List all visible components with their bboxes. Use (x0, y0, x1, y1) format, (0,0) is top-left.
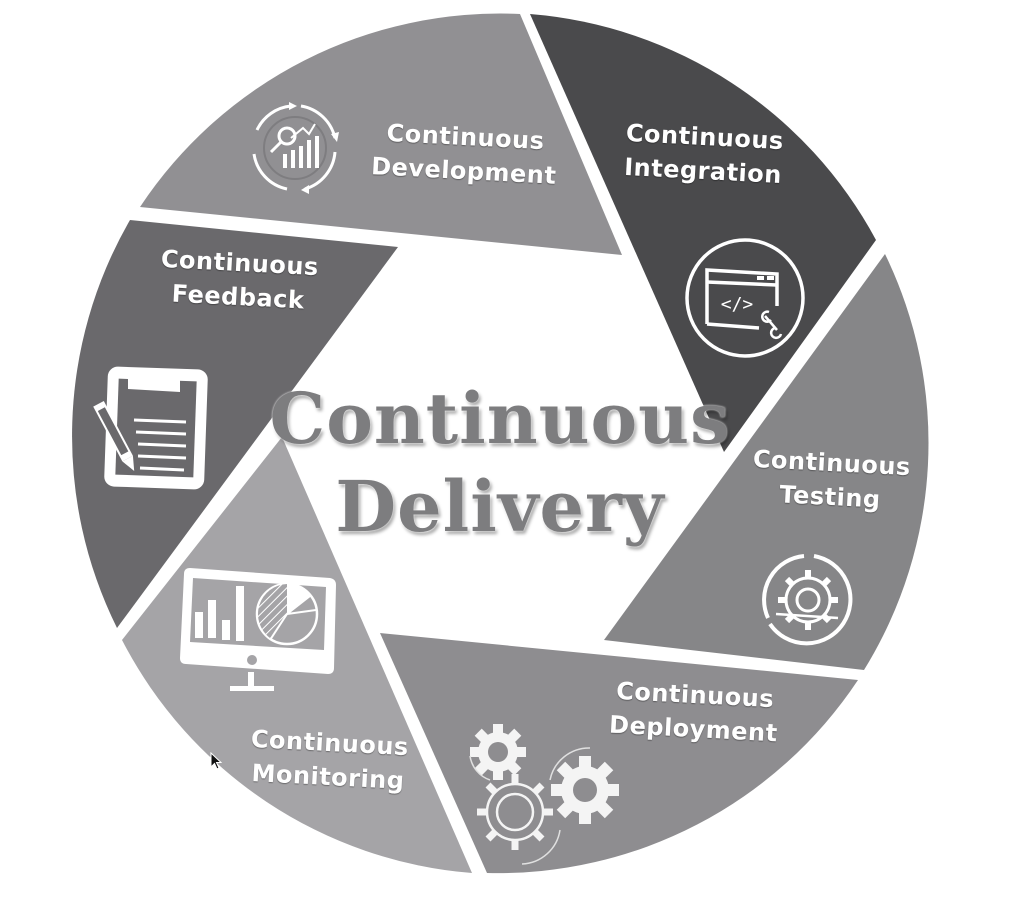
analytics-cycle-icon (252, 102, 339, 194)
mouse-cursor-icon (210, 752, 223, 770)
label-testing: Continuous Testing (750, 442, 911, 518)
segment-deployment (380, 633, 858, 874)
label-monitoring: Continuous Monitoring (248, 722, 409, 798)
code-window-wrench-icon: </> (685, 238, 805, 358)
label-development: Continuous Development (370, 115, 559, 193)
label-deployment: Continuous Deployment (608, 674, 780, 751)
monitor-chart-icon (180, 568, 336, 691)
center-title-line1: Continuous (269, 377, 731, 460)
gear-cycle-icon (762, 554, 853, 646)
label-feedback: Continuous Feedback (158, 242, 319, 318)
segment-testing (604, 254, 929, 670)
segment-integration (530, 14, 876, 452)
svg-text:</>: </> (721, 294, 754, 315)
segment-feedback (72, 220, 399, 628)
document-pencil-icon (93, 366, 208, 490)
center-title-line2: Delivery (335, 465, 665, 548)
segment-development (140, 13, 622, 255)
center-title: Continuous Delivery (250, 375, 750, 551)
label-integration: Continuous Integration (623, 116, 785, 192)
